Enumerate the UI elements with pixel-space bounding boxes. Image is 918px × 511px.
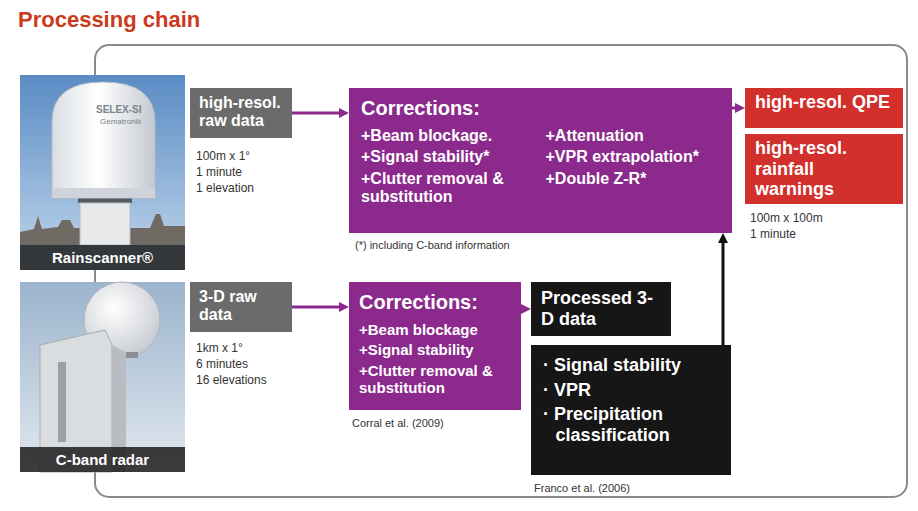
reference-text: Corral et al. (2009) (352, 417, 444, 430)
photo-sky (20, 75, 185, 270)
box-heading: Corrections: (359, 291, 511, 314)
flow-arrow (292, 306, 345, 309)
product-box: Processed 3-D data (531, 282, 671, 336)
spec-text: 100m x 1° (196, 150, 250, 164)
flow-arrow (521, 308, 527, 311)
box-label: 3-D raw data (199, 288, 283, 325)
output-box: high-resol. QPE (745, 88, 903, 128)
box-item: +Clutter removal & substitution (359, 362, 511, 397)
box-heading: Corrections: (361, 97, 720, 120)
tower-slit (58, 362, 66, 442)
spec-text: 1 minute (750, 228, 796, 242)
box-item: +Double Z-R* (546, 170, 721, 188)
box-label: high-resol. QPE (755, 92, 893, 113)
rainscanner-photo (20, 75, 185, 270)
diagram-title: Processing chain (18, 7, 200, 33)
spec-text: 1 minute (196, 166, 242, 180)
product-box: · Signal stability · VPR · Precipitation c… (531, 345, 731, 475)
output-box: high-resol. rainfall warnings (745, 134, 903, 204)
process-box: Corrections: +Beam blockage +Signal stabil… (349, 282, 521, 410)
spec-text: 16 elevations (196, 374, 267, 388)
photo-caption: C-band radar (20, 447, 185, 472)
box-item: +Beam blockage. (361, 127, 536, 145)
spec-text: 1 elevation (196, 182, 254, 196)
box-item: +Signal stability* (361, 148, 536, 166)
box-item: · Precipitation classification (543, 404, 719, 445)
brand-mark: Gematronik (100, 117, 141, 126)
panel-frame (95, 45, 907, 497)
box-label: high-resol. rainfall warnings (755, 138, 893, 200)
box-item: +Clutter removal & substitution (361, 170, 536, 207)
box-label: Rainscanner® (26, 249, 179, 266)
box-item: +Signal stability (359, 341, 511, 358)
spec-text: 100m x 100m (750, 212, 823, 226)
item-columns: +Beam blockage. +Signal stability* +Clutte… (361, 127, 720, 210)
reference-text: Franco et al. (2006) (534, 482, 630, 495)
box-item: · VPR (543, 380, 719, 401)
spec-text: 1km x 1° (196, 342, 243, 356)
c-band-radar-photo (20, 282, 185, 472)
photo-caption: Rainscanner® (20, 245, 185, 270)
radome (52, 82, 155, 198)
photo-sky (20, 282, 185, 472)
process-box: Corrections: +Beam blockage. +Signal stabi… (349, 88, 732, 233)
box-item: +Attenuation (546, 127, 721, 145)
box-item: +Beam blockage (359, 321, 511, 338)
flow-arrow (292, 112, 345, 115)
item-column: +Beam blockage. +Signal stability* +Clutte… (361, 127, 536, 210)
data-box: high-resol. raw data (190, 88, 292, 138)
radar-pedestal (80, 203, 130, 245)
item-column: +Beam blockage +Signal stability +Clutter … (359, 321, 511, 399)
box-item: +VPR extrapolation* (546, 148, 721, 166)
box-item: · Signal stability (543, 355, 719, 376)
radome-band (52, 188, 155, 198)
item-columns: +Beam blockage +Signal stability +Clutter … (359, 321, 511, 399)
box-label: high-resol. raw data (199, 94, 283, 131)
spec-text: 6 minutes (196, 358, 248, 372)
box-label: Processed 3-D data (541, 288, 661, 329)
item-column: +Attenuation +VPR extrapolation* +Double Z… (546, 127, 721, 210)
footnote: (*) including C-band information (355, 239, 510, 252)
flow-arrow (722, 237, 725, 345)
flow-arrow (732, 107, 741, 110)
brand-mark: SELEX-SI (96, 104, 142, 116)
data-box: 3-D raw data (190, 282, 292, 332)
box-label: C-band radar (26, 451, 179, 468)
